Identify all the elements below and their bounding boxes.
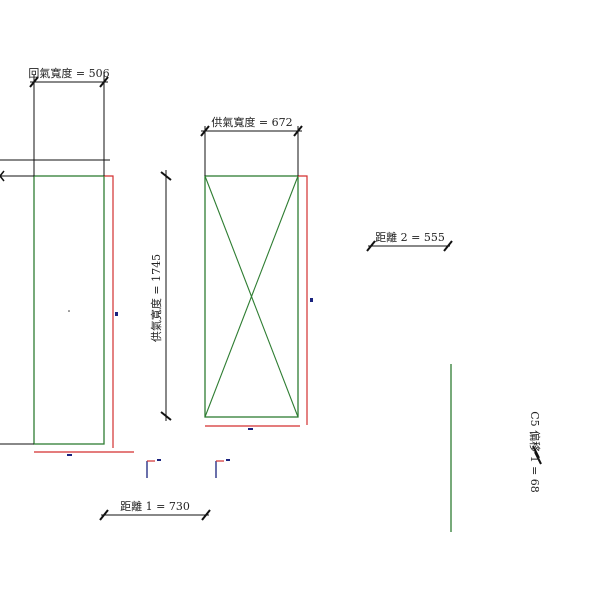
return-duct[interactable]	[33, 175, 134, 456]
distance-1-dimension[interactable]: 距離 1 = 730	[99, 499, 211, 521]
section-mark-2[interactable]	[215, 459, 230, 478]
distance-2-label: 距離 2 = 555	[375, 230, 445, 244]
section-mark-1[interactable]	[146, 459, 161, 478]
supply-height-dimension[interactable]: 供氣寬度 = 1745	[149, 170, 172, 421]
offset-dimension[interactable]: C5 偏移 1 = 68	[528, 411, 542, 493]
supply-duct[interactable]	[204, 175, 313, 430]
offset-label: C5 偏移 1 = 68	[528, 411, 542, 493]
supply-height-label: 供氣寬度 = 1745	[149, 254, 163, 342]
return-width-dimension[interactable]: 回氣寬度 = 506	[28, 66, 110, 176]
distance-1-label: 距離 1 = 730	[120, 499, 190, 513]
supply-width-label: 供氣寬度 = 672	[211, 115, 292, 129]
supply-width-dimension[interactable]: 供氣寬度 = 672	[200, 115, 303, 176]
left-reference-lines	[0, 159, 110, 445]
return-width-label: 回氣寬度 = 506	[28, 66, 109, 80]
distance-2-dimension[interactable]: 距離 2 = 555	[366, 230, 453, 252]
